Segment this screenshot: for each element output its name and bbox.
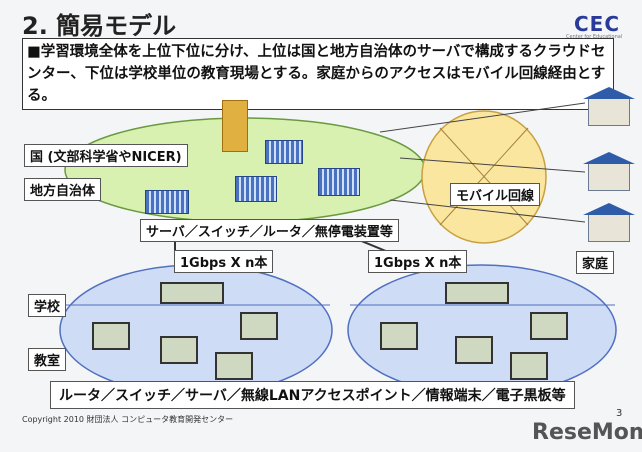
classroom-terminal-icon [445, 282, 509, 304]
page-number: 3 [616, 408, 623, 419]
label-mobile: モバイル回線 [450, 183, 541, 206]
building-icon [145, 190, 189, 214]
classroom-terminal-icon [160, 336, 198, 364]
label-home: 家庭 [576, 251, 615, 274]
building-icon [235, 176, 277, 202]
label-school: 学校 [28, 294, 67, 317]
classroom-terminal-icon [530, 312, 568, 340]
label-link-right: 1Gbps X n本 [368, 250, 468, 273]
label-equipment: ルータ／スイッチ／サーバ／無線LANアクセスポイント／情報端末／電子黒板等 [50, 381, 575, 409]
classroom-terminal-icon [380, 322, 418, 350]
copyright: Copyright 2010 財団法人 コンピュータ教育開発センター [22, 415, 234, 424]
building-icon [222, 100, 248, 152]
label-local-government: 地方自治体 [24, 178, 102, 201]
summary-box: ■学習環境全体を上位下位に分け、上位は国と地方自治体のサーバで構成するクラウドセ… [22, 38, 614, 110]
classroom-terminal-icon [160, 282, 224, 304]
house-icon [583, 87, 635, 126]
cec-logo: CEC [574, 12, 621, 36]
classroom-terminal-icon [455, 336, 493, 364]
label-servers: サーバ／スイッチ／ルータ／無停電装置等 [140, 219, 399, 242]
classroom-terminal-icon [92, 322, 130, 350]
building-icon [265, 140, 303, 164]
resemom-watermark: ReseMom [532, 420, 642, 445]
classroom-terminal-icon [510, 352, 548, 380]
classroom-terminal-icon [240, 312, 278, 340]
building-icon [318, 168, 360, 196]
house-icon [583, 152, 635, 191]
label-classroom: 教室 [28, 348, 67, 371]
house-icon [583, 203, 635, 242]
label-link-left: 1Gbps X n本 [174, 250, 274, 273]
classroom-terminal-icon [215, 352, 253, 380]
label-national: 国 (文部科学省やNICER) [24, 144, 188, 167]
slide-title: 2. 簡易モデル [22, 12, 177, 40]
